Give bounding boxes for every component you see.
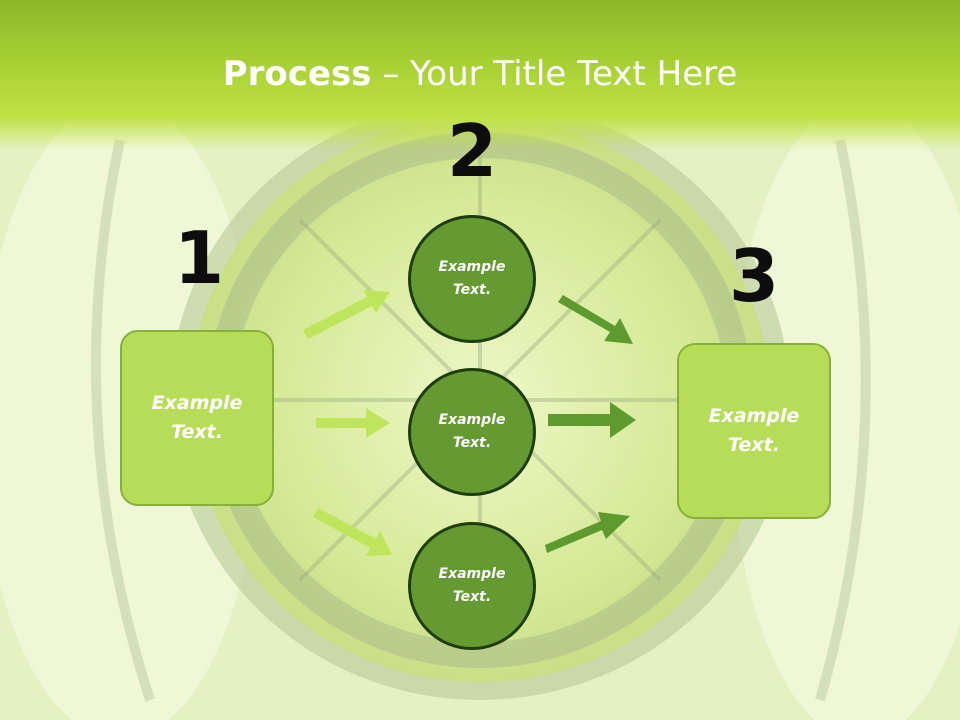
arrow-to-bottom-circle (313, 508, 392, 556)
circle-top-text: Example Text. (438, 259, 506, 298)
right-box-text: Example Text. (708, 405, 800, 456)
left-box-text: Example Text. (151, 392, 243, 443)
circle-middle-text: Example Text. (438, 412, 506, 451)
arrow-from-top-circle (558, 295, 633, 344)
step-number-3: 3 (728, 234, 780, 318)
circle-top: Example Text. (408, 215, 536, 343)
step-number-2: 2 (446, 109, 498, 193)
circle-middle: Example Text. (408, 368, 536, 496)
arrow-to-middle-circle (316, 408, 390, 438)
title-bold: Process (222, 54, 372, 94)
arrow-from-bottom-circle (545, 512, 630, 553)
circle-bottom: Example Text. (408, 522, 536, 650)
circle-bottom-text: Example Text. (438, 566, 506, 605)
title-bar (0, 0, 960, 150)
step-number-1: 1 (173, 216, 225, 300)
title-rest: – Your Title Text Here (371, 54, 738, 94)
right-text-box: Example Text. (677, 343, 831, 519)
arrow-from-middle-circle (548, 402, 636, 438)
left-text-box: Example Text. (120, 330, 274, 506)
slide-title: Process – Your Title Text Here (0, 52, 960, 96)
arrow-to-top-circle (303, 290, 390, 339)
